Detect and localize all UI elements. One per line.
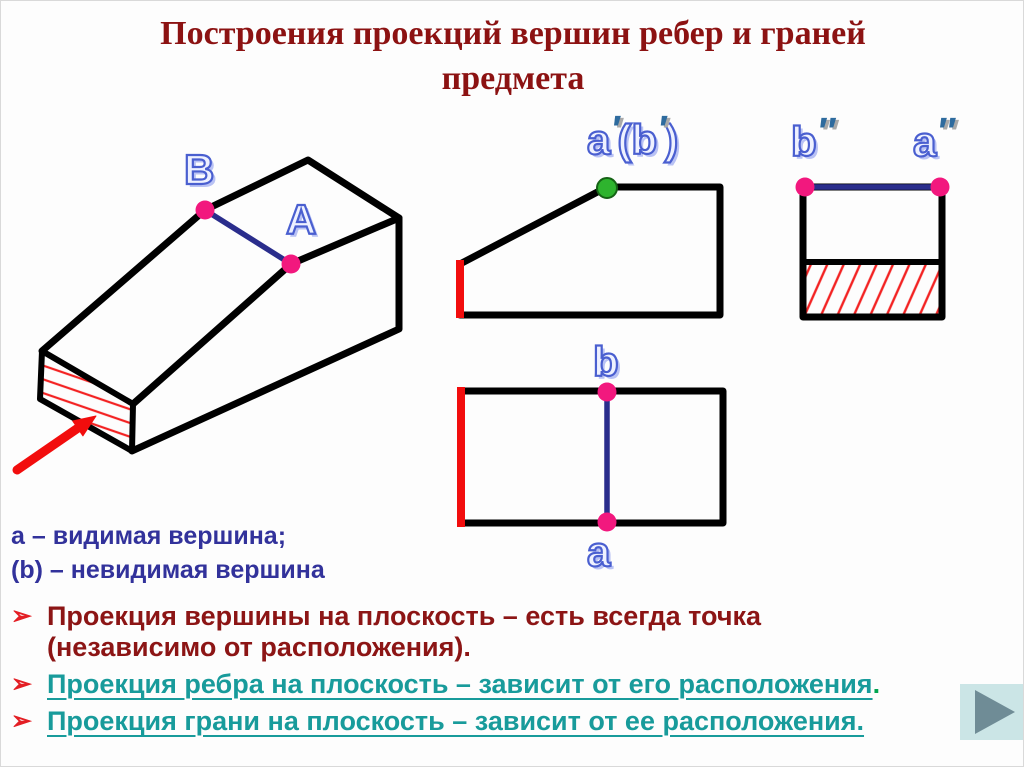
arrow-bullet-icon: ➢ bbox=[11, 602, 32, 630]
top-view-outline bbox=[457, 387, 727, 527]
page-title-line1: Построения проекций вершин ребер и гране… bbox=[160, 15, 866, 52]
side-view-a-dot bbox=[930, 177, 950, 197]
side-view bbox=[795, 177, 950, 321]
front-view-green-dot bbox=[596, 177, 618, 199]
face-rule-text: Проекция грани на плоскость – зависит от… bbox=[47, 706, 865, 736]
isometric-object bbox=[12, 156, 403, 475]
top-view-b-dot bbox=[597, 382, 617, 402]
label-point-B: B bbox=[183, 146, 216, 193]
notes-list: ➢ Проекция вершины на плоскость – есть в… bbox=[11, 601, 1011, 743]
direction-arrow-icon bbox=[12, 415, 97, 475]
edge-AB bbox=[202, 207, 294, 267]
vertex-B-dot bbox=[195, 200, 215, 220]
top-view bbox=[457, 382, 727, 532]
arrow-bullet-icon: ➢ bbox=[11, 707, 32, 735]
object-silhouette bbox=[38, 156, 403, 455]
top-view-a-dot bbox=[597, 512, 617, 532]
label-front-projection: a′(b′) bbox=[586, 109, 679, 163]
label-profile-projection-b: b″ bbox=[790, 111, 835, 165]
list-item-face-rule: ➢ Проекция грани на плоскость – зависит … bbox=[11, 706, 1011, 737]
hatched-front-face bbox=[37, 348, 136, 454]
label-profile-projection-a: a″ bbox=[912, 111, 955, 165]
label-point-A: A bbox=[285, 196, 318, 243]
label-top-projection-a: a bbox=[586, 528, 612, 575]
edge-rule-text: Проекция ребра на плоскость – зависит от… bbox=[47, 669, 881, 699]
page-title: Построения проекций вершин ребер и гране… bbox=[1, 11, 1023, 101]
list-item-edge-rule: ➢ Проекция ребра на плоскость – зависит … bbox=[11, 669, 1011, 700]
side-view-b-dot bbox=[795, 177, 815, 197]
front-view-outline bbox=[456, 183, 724, 319]
legend-invisible-vertex: (b) – невидимая вершина bbox=[11, 556, 325, 584]
page-title-line2: предмета bbox=[441, 60, 585, 97]
next-slide-button[interactable] bbox=[960, 684, 1023, 740]
vertex-rule-text: Проекция вершины на плоскость – есть все… bbox=[47, 601, 762, 662]
side-view-hatched-area bbox=[806, 265, 939, 314]
vertex-A-dot bbox=[281, 254, 301, 274]
front-view bbox=[456, 177, 724, 319]
legend: a – видимая вершина; (b) – невидимая вер… bbox=[11, 519, 325, 587]
arrow-bullet-icon: ➢ bbox=[11, 670, 32, 698]
legend-visible-vertex: a – видимая вершина; bbox=[11, 522, 287, 550]
play-icon bbox=[975, 690, 1015, 734]
label-top-projection-b: b bbox=[592, 338, 620, 385]
list-item-vertex-rule: ➢ Проекция вершины на плоскость – есть в… bbox=[11, 601, 1011, 663]
